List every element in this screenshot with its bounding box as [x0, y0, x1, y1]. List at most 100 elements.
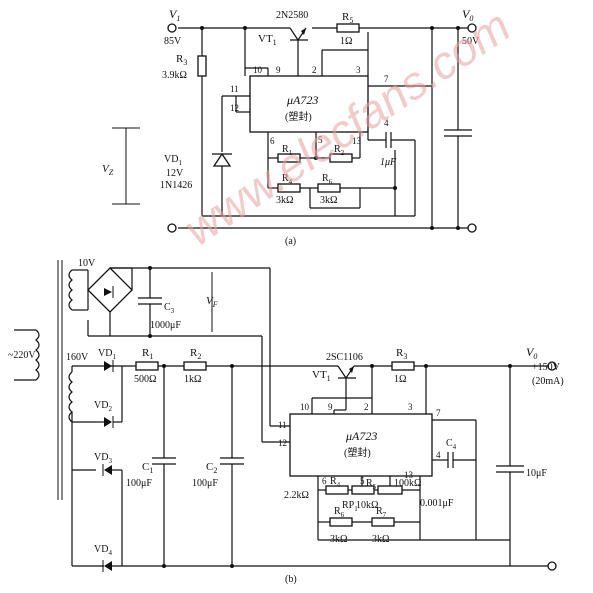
transistor-vt1 [289, 27, 308, 66]
svg-text:500Ω: 500Ω [134, 374, 156, 385]
svg-text:R2: R2 [334, 144, 345, 157]
resistor-r3 [197, 55, 207, 77]
svg-text:12V: 12V [166, 168, 184, 179]
svg-text:VT1: VT1 [312, 369, 331, 383]
svg-text:10μF: 10μF [526, 468, 547, 479]
svg-text:1kΩ: 1kΩ [184, 374, 201, 385]
svg-text:9: 9 [276, 65, 281, 75]
resistor-r7-b [371, 517, 395, 527]
svg-text:0.001μF: 0.001μF [420, 498, 454, 509]
diode-vd2 [96, 366, 123, 428]
svg-text:VD1: VD1 [164, 154, 182, 167]
svg-text:5: 5 [318, 135, 323, 145]
zener-diode-vd1 [212, 146, 232, 216]
svg-text:VD2: VD2 [94, 400, 112, 413]
svg-text:+150V: +150V [532, 362, 561, 373]
svg-text:10V: 10V [78, 258, 96, 269]
svg-text:R4: R4 [330, 476, 341, 489]
svg-text:12: 12 [278, 438, 287, 448]
svg-text:RP1: RP1 [342, 500, 358, 513]
svg-text:100μF: 100μF [192, 478, 218, 489]
svg-text:V0: V0 [526, 345, 537, 361]
svg-text:10: 10 [300, 402, 310, 412]
svg-text:10kΩ: 10kΩ [356, 500, 378, 511]
svg-text:3kΩ: 3kΩ [320, 195, 337, 206]
svg-text:11: 11 [230, 84, 239, 94]
svg-text:R1: R1 [282, 144, 293, 157]
svg-text:1Ω: 1Ω [340, 36, 352, 47]
svg-text:VT1: VT1 [258, 33, 277, 47]
svg-text:10: 10 [253, 65, 263, 75]
svg-text:2: 2 [364, 402, 369, 412]
svg-text:VF: VF [206, 295, 218, 309]
ground-terminal-right [467, 223, 477, 233]
output-capacitor-a [444, 28, 472, 228]
svg-text:R5: R5 [342, 11, 353, 25]
svg-text:7: 7 [384, 74, 389, 84]
svg-text:4: 4 [384, 118, 389, 128]
transformer-primary [35, 329, 40, 381]
transformer-winding-10v [68, 269, 73, 311]
svg-text:3kΩ: 3kΩ [276, 195, 293, 206]
svg-text:(塑封): (塑封) [344, 446, 371, 459]
ground-terminal-b [547, 561, 557, 571]
svg-text:R5: R5 [366, 478, 377, 491]
svg-text:VZ: VZ [102, 163, 114, 177]
svg-text:μA723: μA723 [286, 93, 318, 107]
svg-text:160V: 160V [66, 352, 89, 363]
ic-ua723-a [249, 75, 369, 133]
svg-text:3: 3 [408, 402, 413, 412]
output-capacitor-b [496, 366, 524, 566]
svg-text:2N2580: 2N2580 [276, 10, 308, 21]
svg-text:50V: 50V [462, 36, 480, 47]
svg-text:13: 13 [352, 136, 362, 146]
input-terminal-v1 [167, 23, 177, 33]
diode-vd3 [72, 464, 122, 476]
svg-text:2.2kΩ: 2.2kΩ [284, 490, 309, 501]
svg-text:(a): (a) [285, 236, 296, 247]
svg-text:100kΩ: 100kΩ [394, 478, 421, 489]
svg-text:(20mA): (20mA) [532, 376, 564, 387]
svg-text:12: 12 [230, 103, 239, 113]
svg-text:μA723: μA723 [345, 429, 377, 443]
svg-text:6: 6 [322, 476, 327, 486]
resistor-r2-b [183, 361, 207, 371]
svg-text:13: 13 [404, 470, 414, 480]
resistor-r6-b [329, 517, 353, 527]
output-terminal-v0 [467, 23, 477, 33]
svg-text:1000μF: 1000μF [150, 320, 181, 331]
transistor-vt1-b [337, 365, 356, 410]
svg-text:3kΩ: 3kΩ [372, 534, 389, 545]
svg-text:R4: R4 [282, 173, 293, 186]
svg-text:R1: R1 [142, 347, 153, 361]
svg-text:R7: R7 [376, 506, 387, 519]
svg-text:2: 2 [312, 65, 317, 75]
diode-vd1 [104, 360, 114, 372]
svg-text:1Ω: 1Ω [394, 374, 406, 385]
svg-text:5: 5 [360, 476, 365, 486]
ground-terminal-left [167, 223, 177, 233]
svg-text:C4: C4 [446, 438, 457, 451]
svg-text:VD3: VD3 [94, 452, 112, 465]
svg-text:4: 4 [436, 450, 441, 460]
svg-text:3: 3 [356, 65, 361, 75]
svg-text:9: 9 [328, 402, 333, 412]
resistor-r1-b [135, 361, 159, 371]
svg-text:1μF: 1μF [380, 157, 397, 168]
resistor-r5 [336, 23, 360, 33]
ic-ua723-b [289, 413, 433, 477]
svg-text:(塑封): (塑封) [285, 110, 312, 123]
svg-text:3.9kΩ: 3.9kΩ [162, 70, 187, 81]
svg-text:~220V: ~220V [8, 350, 36, 361]
svg-text:V1: V1 [169, 7, 180, 23]
svg-text:7: 7 [436, 408, 441, 418]
svg-text:2SC1106: 2SC1106 [326, 352, 363, 363]
svg-text:V0: V0 [462, 7, 473, 23]
svg-text:(b): (b) [285, 574, 297, 585]
svg-text:3kΩ: 3kΩ [330, 534, 347, 545]
circuit-a: V1 85V 2N2580 VT1 R5 1Ω V0 50V R3 3.9kΩ … [102, 7, 480, 247]
svg-text:C3: C3 [164, 302, 175, 315]
transformer-winding-160v [68, 371, 73, 423]
svg-text:C2: C2 [206, 461, 217, 475]
